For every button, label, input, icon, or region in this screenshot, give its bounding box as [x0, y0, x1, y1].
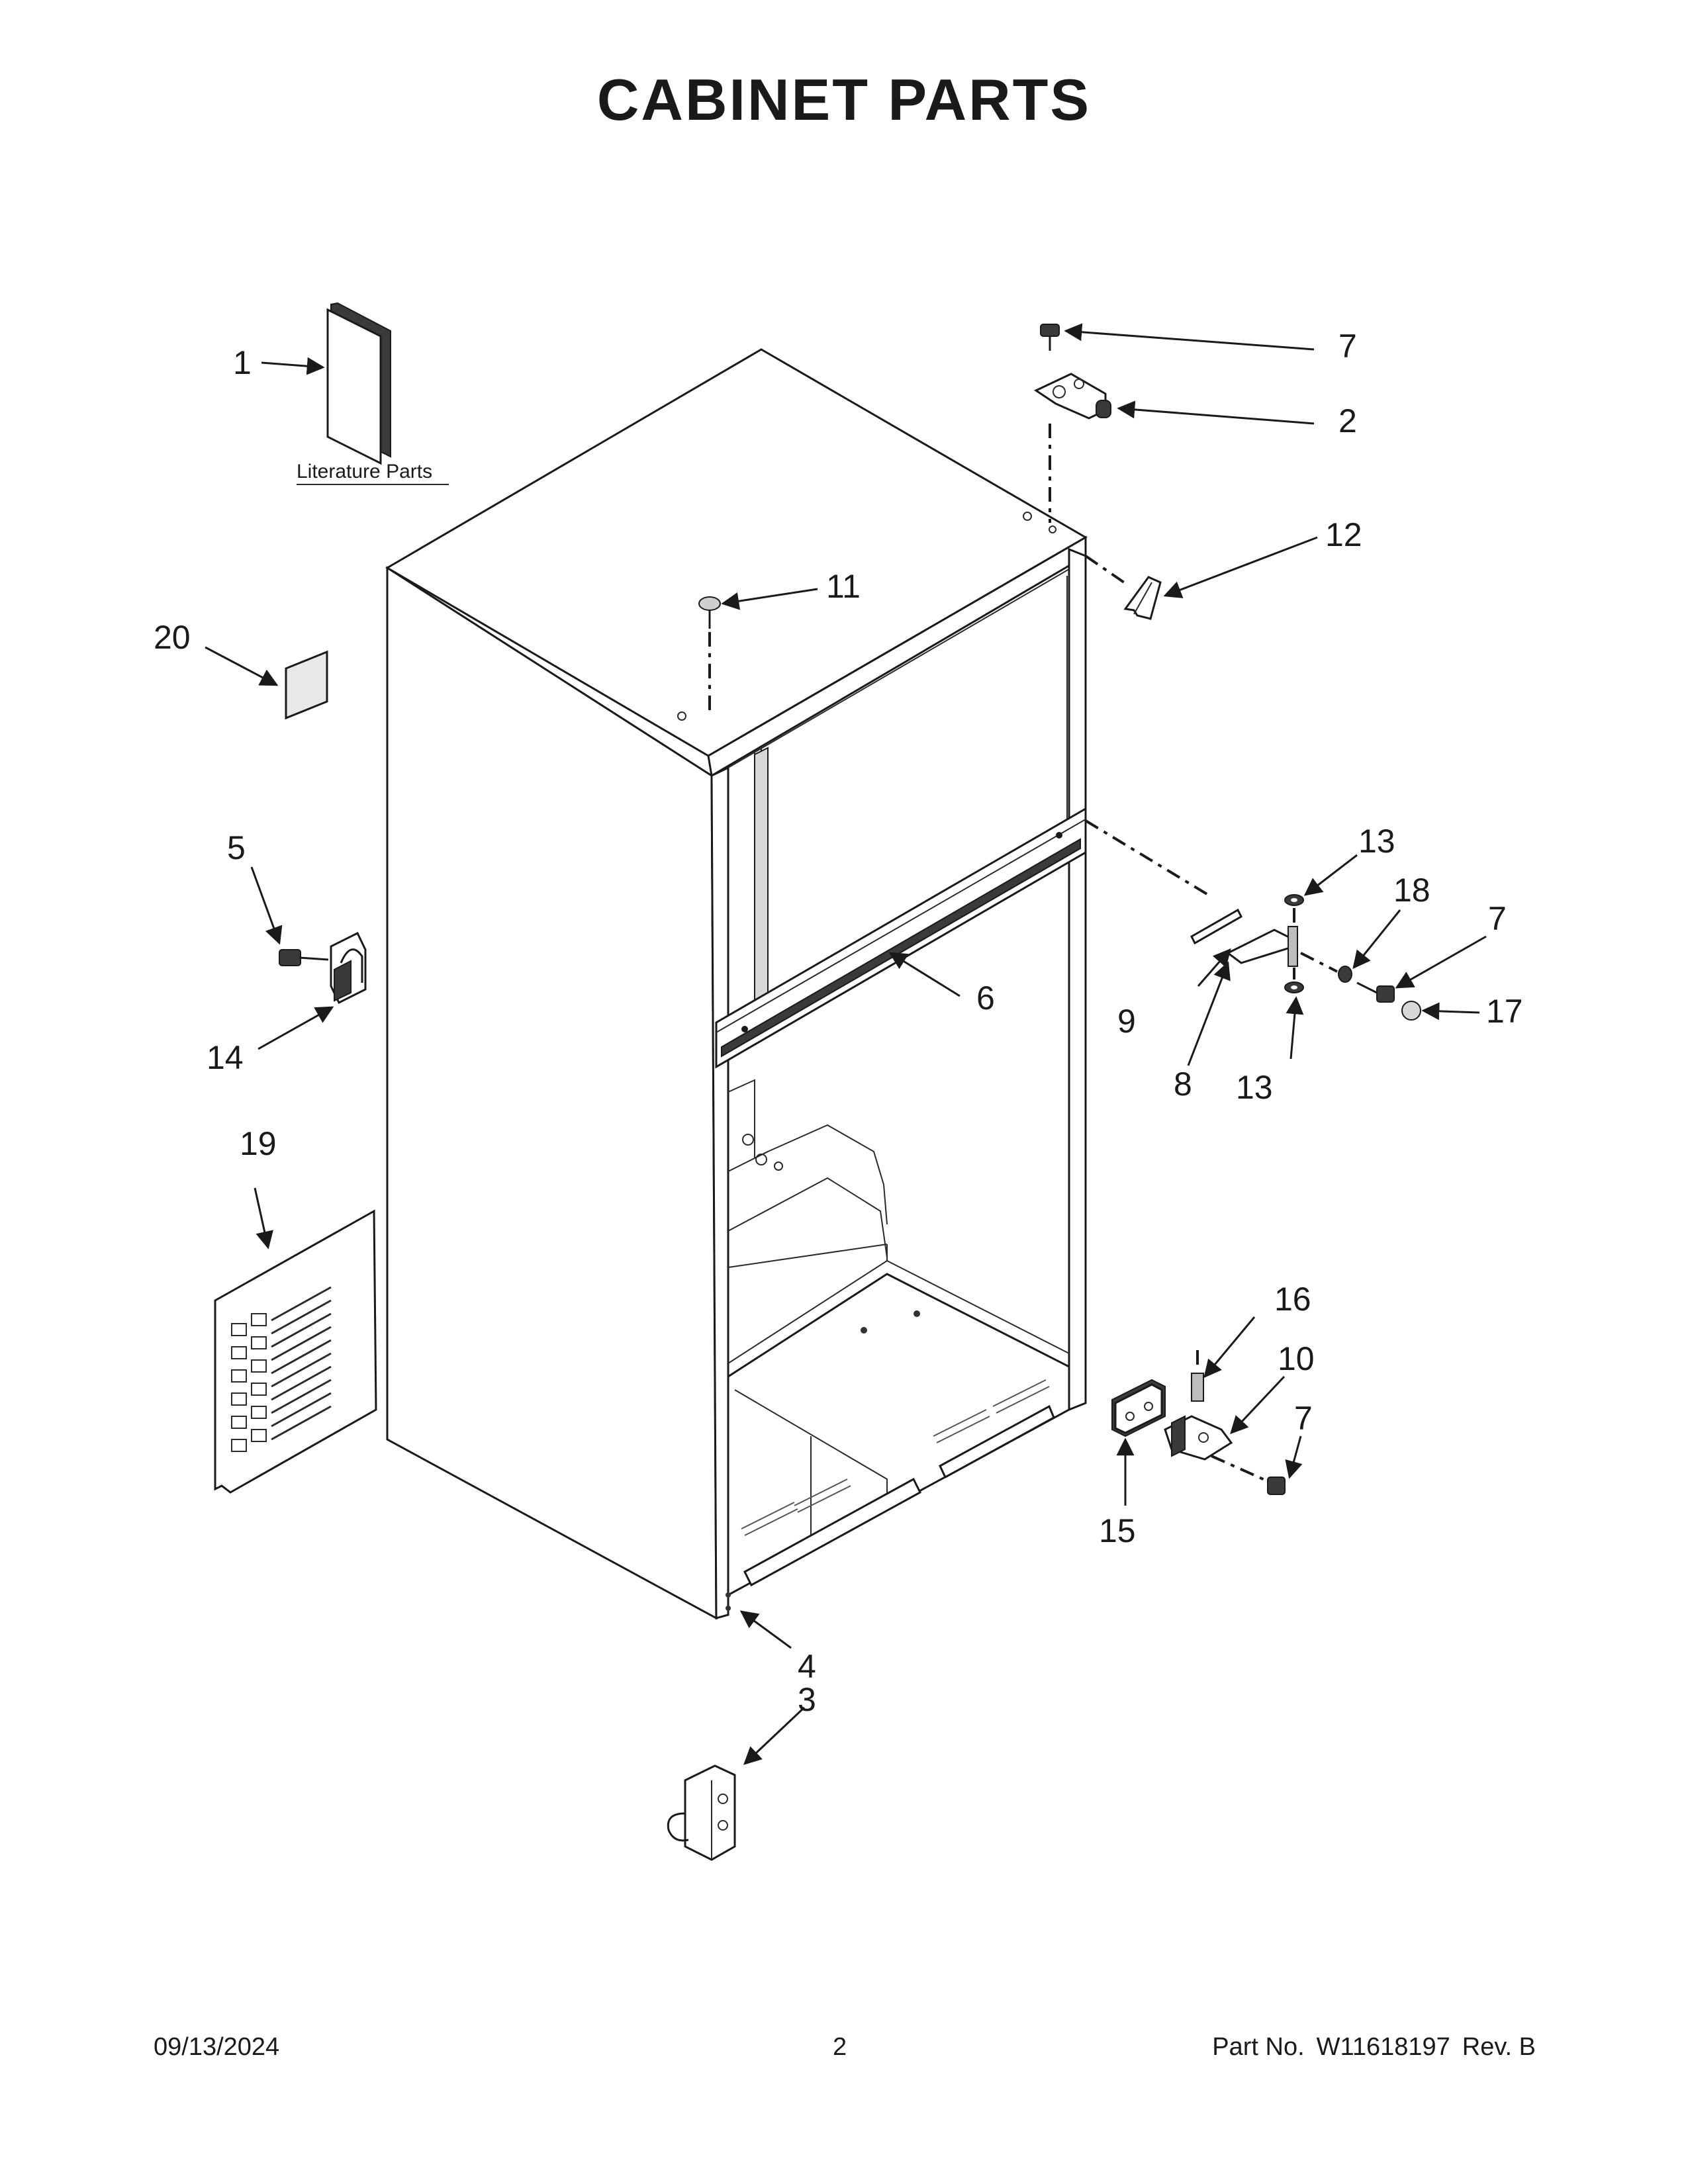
callout-13-lower: 13 [1236, 1069, 1273, 1106]
part-12-cover [1123, 576, 1162, 620]
part-7-center-screw [1356, 981, 1395, 1003]
callout-numbers: 1 7 2 12 11 20 5 6 13 18 7 17 9 8 13 14 … [154, 328, 1523, 1718]
part-9-shim [1190, 908, 1243, 945]
part-7-top-screw [1040, 324, 1060, 351]
part-1-literature-booklet [326, 302, 391, 465]
part-5-screw [279, 949, 329, 966]
footer-date: 09/13/2024 [154, 2033, 280, 2061]
part-10-bottom-hinge [1164, 1415, 1233, 1461]
leader-lines [205, 323, 1487, 1765]
callout-7-bottom: 7 [1294, 1400, 1313, 1437]
callout-5: 5 [227, 829, 246, 866]
part-2-top-hinge [1033, 373, 1111, 420]
callout-3: 3 [798, 1681, 816, 1718]
callout-2: 2 [1338, 402, 1357, 439]
part-13-washer-lower [1284, 981, 1304, 993]
callout-16: 16 [1274, 1281, 1311, 1318]
part-3-leveling-bracket [667, 1764, 736, 1861]
callout-15: 15 [1099, 1512, 1136, 1549]
part-11-plug [698, 596, 721, 629]
callout-13-upper: 13 [1358, 823, 1395, 860]
literature-parts-label: Literature Parts [297, 461, 432, 482]
callout-1: 1 [233, 344, 252, 381]
callout-12: 12 [1325, 516, 1362, 553]
part-19-rear-panel [214, 1209, 377, 1494]
callout-19: 19 [240, 1125, 277, 1162]
callout-8: 8 [1174, 1066, 1192, 1103]
part-8-center-hinge [1226, 926, 1298, 967]
callout-20: 20 [154, 619, 191, 656]
footer-revision: Rev. B [1462, 2033, 1536, 2061]
part-17-cap [1401, 1001, 1421, 1021]
callout-7-top: 7 [1338, 328, 1357, 365]
callout-6: 6 [976, 979, 995, 1017]
part-16-pin [1191, 1350, 1204, 1402]
part-15-spacer [1111, 1379, 1166, 1437]
page-title: CABINET PARTS [596, 67, 1092, 132]
callout-18: 18 [1393, 872, 1430, 909]
callout-7-center: 7 [1488, 900, 1507, 937]
part-18-washer [1338, 966, 1352, 983]
part-13-washer-upper [1284, 894, 1304, 906]
callout-4: 4 [798, 1648, 816, 1685]
callout-9: 9 [1117, 1003, 1136, 1040]
footer-part-value: W11618197 [1316, 2033, 1450, 2061]
callout-14: 14 [207, 1039, 244, 1076]
refrigerator-cabinet [385, 348, 1088, 1620]
callout-11: 11 [826, 568, 861, 605]
footer-part-prefix: Part No. [1212, 2033, 1305, 2061]
footer-page-number: 2 [833, 2033, 847, 2061]
part-14-latch-bracket [330, 931, 367, 1005]
callout-17: 17 [1486, 993, 1523, 1030]
part-7-bottom-screw [1267, 1477, 1286, 1495]
part-20-label-plate [285, 650, 328, 720]
footer-part-number: Part No. W11618197 Rev. B [1212, 2033, 1536, 2062]
callout-10: 10 [1278, 1340, 1315, 1377]
